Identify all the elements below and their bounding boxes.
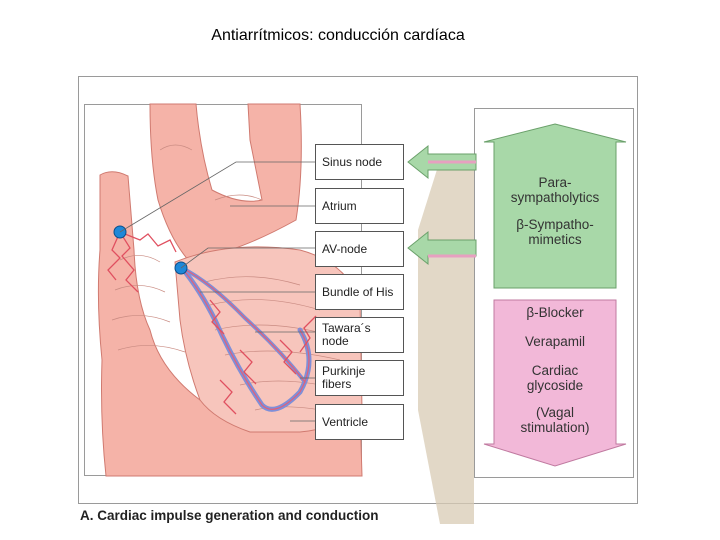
label-sinus-node: Sinus node bbox=[315, 144, 404, 180]
label-bundle-of-his-text: Bundle of His bbox=[322, 284, 394, 299]
drug-cardiac-glycoside-line2: glycoside bbox=[526, 378, 584, 393]
label-av-node: AV-node bbox=[315, 231, 404, 267]
conduction-pathway bbox=[179, 265, 312, 412]
label-tawara-line2: node bbox=[322, 334, 349, 348]
drug-vagal-stimulation: (Vagal stimulation) bbox=[494, 405, 616, 435]
figure-caption: A. Cardiac impulse generation and conduc… bbox=[80, 508, 379, 523]
label-ventricle-text: Ventricle bbox=[322, 414, 369, 429]
beige-strip bbox=[462, 160, 474, 524]
label-ventricle: Ventricle bbox=[315, 404, 404, 440]
beige-band bbox=[418, 160, 462, 524]
label-purkinje-fibers: Purkinje fibers bbox=[315, 360, 404, 396]
label-purkinje-line2: fibers bbox=[322, 377, 352, 391]
drug-cardiac-glycoside-line1: Cardiac bbox=[531, 363, 579, 378]
impulse-arrows bbox=[107, 231, 317, 415]
decrease-conduction-arrow bbox=[483, 299, 627, 467]
label-av-node-text: AV-node bbox=[322, 241, 368, 256]
aorta bbox=[149, 103, 302, 263]
increase-conduction-arrow bbox=[483, 123, 627, 289]
muscle-lines bbox=[111, 144, 346, 415]
label-sinus-node-text: Sinus node bbox=[322, 154, 383, 169]
label-atrium: Atrium bbox=[315, 188, 404, 224]
drug-beta-blocker: β-Blocker bbox=[526, 305, 584, 320]
leader-lines bbox=[119, 161, 315, 422]
label-bundle-of-his: Bundle of His bbox=[315, 274, 404, 310]
drug-vagal-line2: stimulation) bbox=[520, 420, 590, 435]
drug-parasympatholytics: Para- sympatholytics bbox=[494, 175, 616, 205]
drug-beta-sympathomimetics: β-Sympatho- mimetics bbox=[494, 217, 616, 247]
label-purkinje-line1: Purkinje bbox=[322, 364, 366, 378]
label-tawara-node: Tawara´s node bbox=[315, 317, 404, 353]
slide-title: Antiarrítmicos: conducción cardíaca bbox=[211, 27, 465, 44]
drug-parasympatholytics-line2: sympatholytics bbox=[510, 190, 600, 205]
drug-parasympatholytics-line1: Para- bbox=[538, 175, 572, 190]
label-tawara-line1: Tawara´s bbox=[322, 321, 371, 335]
increase-arrows bbox=[407, 144, 477, 266]
drug-cardiac-glycoside: Cardiac glycoside bbox=[494, 363, 616, 393]
label-atrium-text: Atrium bbox=[322, 198, 357, 213]
drug-vagal-line1: (Vagal bbox=[535, 405, 575, 420]
drug-beta-sympathomimetics-line1: β-Sympatho- bbox=[516, 217, 594, 232]
drug-verapamil: Verapamil bbox=[524, 334, 586, 349]
drug-beta-sympathomimetics-line2: mimetics bbox=[528, 232, 582, 247]
